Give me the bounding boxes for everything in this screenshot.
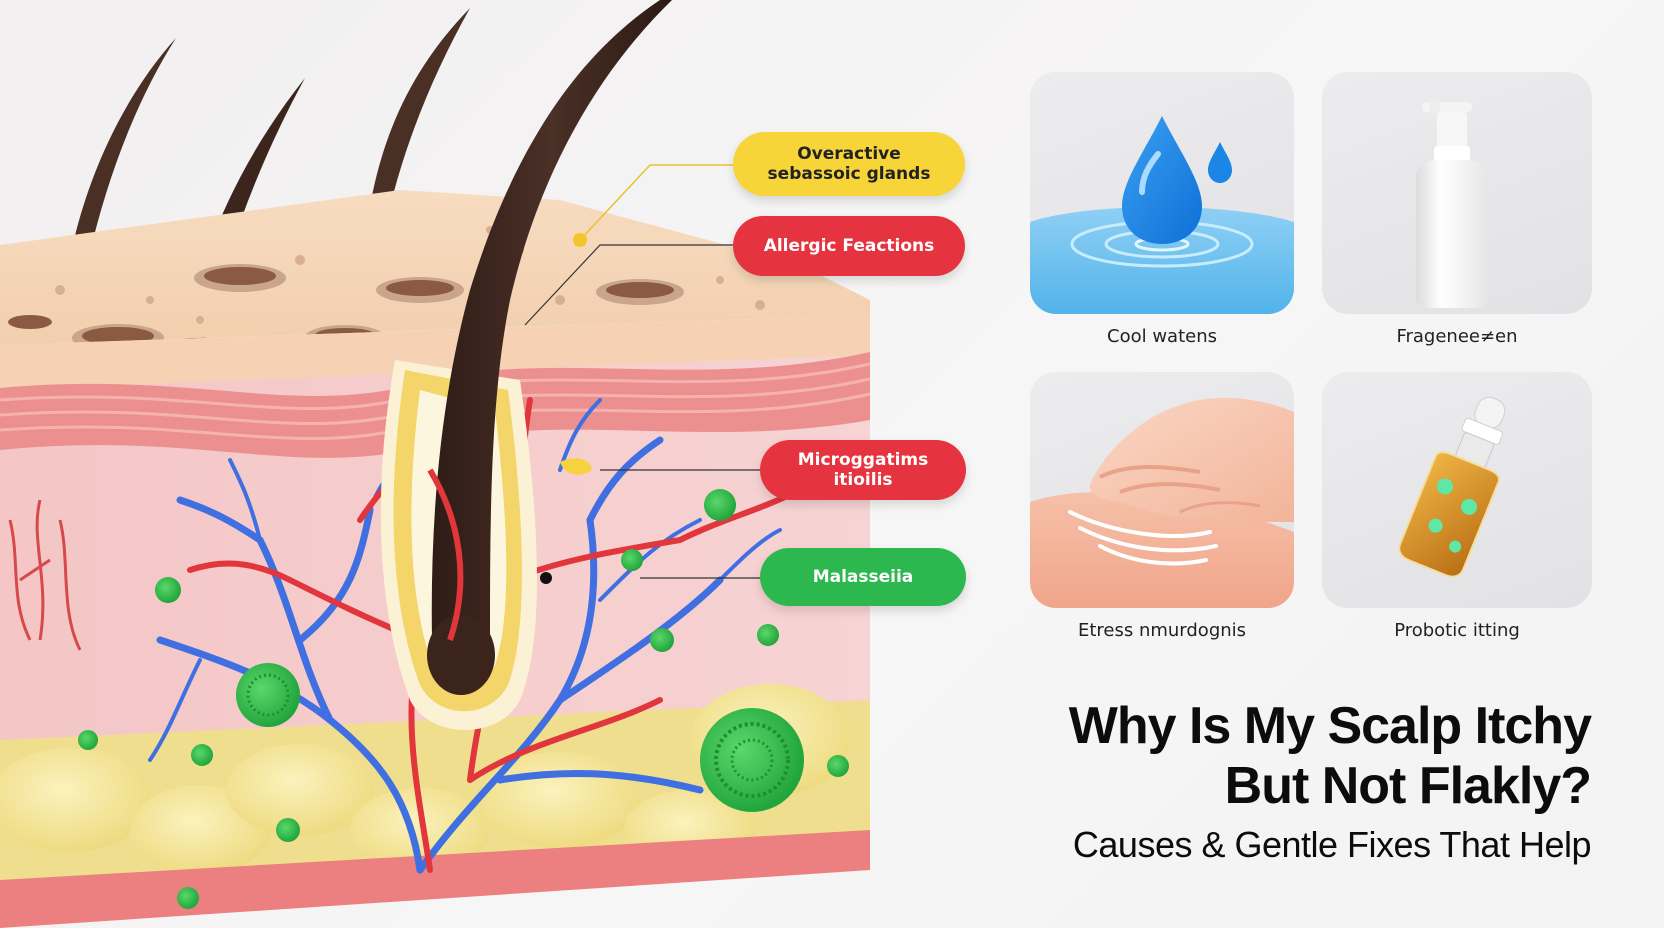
skin-surface [0, 190, 870, 345]
headline-subtitle: Causes & Gentle Fixes That Help [1072, 824, 1592, 865]
water-drop-icon [1030, 116, 1294, 314]
sebaceous-gland [560, 458, 592, 475]
massage-hand-icon [1030, 397, 1294, 608]
tile-label-probiotic: Probotic itting [1394, 620, 1520, 641]
callout-microorganisms: Microggatims itioilis [760, 440, 966, 500]
callout-sebaceous-glands: Overactive sebassoic glands [733, 132, 965, 196]
tile-label-fragrance-free: Fragenee≠en [1396, 326, 1518, 347]
scalp-cross-section-diagram [0, 0, 871, 928]
base-layer [0, 830, 870, 928]
follicle-vessel [427, 468, 464, 641]
tile-stress [1030, 372, 1294, 608]
hair-bulb [427, 615, 495, 695]
tile-fragrance-free [1322, 72, 1592, 314]
pump-bottle-icon [1416, 100, 1488, 308]
tile-probiotic [1322, 372, 1592, 608]
callout-allergic-reactions: Allergic Feactions [733, 216, 965, 276]
left-capillaries [8, 499, 82, 651]
dropper-bottle-icon [1398, 396, 1506, 578]
microorganisms [78, 489, 849, 909]
tile-label-cool-water: Cool watens [1107, 326, 1217, 347]
tile-cool-water [1030, 72, 1294, 314]
headline-line-1: Why Is My Scalp Itchy [1068, 697, 1592, 755]
follicle-pores [8, 226, 765, 352]
tile-label-stress: Etress nmurdognis [1077, 620, 1247, 641]
headline-line-2: But Not Flakly? [1224, 757, 1592, 815]
callout-malassezia: Malasseiia [760, 548, 966, 606]
leader-lines [524, 164, 760, 584]
